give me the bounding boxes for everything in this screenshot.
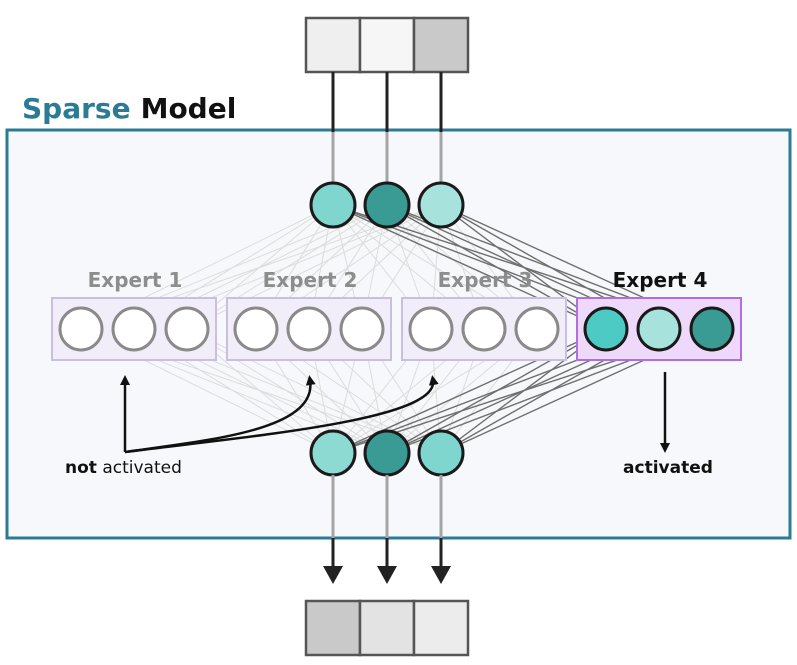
output-connection-line xyxy=(186,328,388,454)
expert-node xyxy=(408,306,454,352)
input-node xyxy=(417,181,465,229)
output-arrowhead xyxy=(377,566,397,584)
activated-label: activated xyxy=(623,458,713,478)
not-activated-label: not activated xyxy=(65,458,182,478)
expert-node xyxy=(286,306,332,352)
expert-label: Expert 2 xyxy=(263,268,358,292)
expert-node xyxy=(461,306,507,352)
output-node xyxy=(417,429,465,477)
not-activated-arrows xyxy=(120,375,439,454)
input-vector-cell xyxy=(412,16,470,74)
output-stems xyxy=(323,475,451,584)
expert-4: Expert 4 xyxy=(576,268,742,361)
output-vector-cell xyxy=(358,599,416,657)
expert-node xyxy=(339,306,385,352)
input-nodes xyxy=(309,181,465,229)
input-stems xyxy=(331,72,443,183)
output-vector-cell xyxy=(412,599,470,657)
expert-node xyxy=(58,306,104,352)
expert-node xyxy=(583,306,629,352)
arrow-to-expert-3 xyxy=(124,375,439,454)
expert-label: Expert 3 xyxy=(438,268,533,292)
expert-node xyxy=(689,306,735,352)
input-vector-cell xyxy=(304,16,362,74)
input-connection-line xyxy=(186,204,388,330)
expert-1: Expert 1 xyxy=(51,268,217,361)
expert-2: Expert 2 xyxy=(226,268,392,361)
output-arrowhead xyxy=(431,566,451,584)
input-vector xyxy=(304,16,470,74)
model-title: Sparse Model xyxy=(22,92,236,125)
output-arrowhead xyxy=(323,566,343,584)
expert-label: Expert 4 xyxy=(613,268,708,292)
expert-label: Expert 1 xyxy=(88,268,183,292)
output-node xyxy=(309,429,357,477)
not-activated-rest: activated xyxy=(97,458,182,478)
expert-node xyxy=(164,306,210,352)
expert-3: Expert 3 xyxy=(401,268,567,361)
expert-node xyxy=(233,306,279,352)
not-activated-bold: not xyxy=(65,458,97,478)
expert-node xyxy=(514,306,560,352)
expert-node xyxy=(636,306,682,352)
output-node xyxy=(363,429,411,477)
output-vector-cell xyxy=(304,599,362,657)
title-model: Model xyxy=(141,92,237,125)
experts: Expert 1 Expert 2 Expert 3 Expert 4 xyxy=(51,268,742,361)
input-vector-cell xyxy=(358,16,416,74)
output-vector xyxy=(304,599,470,657)
title-sparse: Sparse xyxy=(22,92,131,125)
input-node xyxy=(363,181,411,229)
output-nodes xyxy=(309,429,465,477)
expert-node xyxy=(111,306,157,352)
input-node xyxy=(309,181,357,229)
